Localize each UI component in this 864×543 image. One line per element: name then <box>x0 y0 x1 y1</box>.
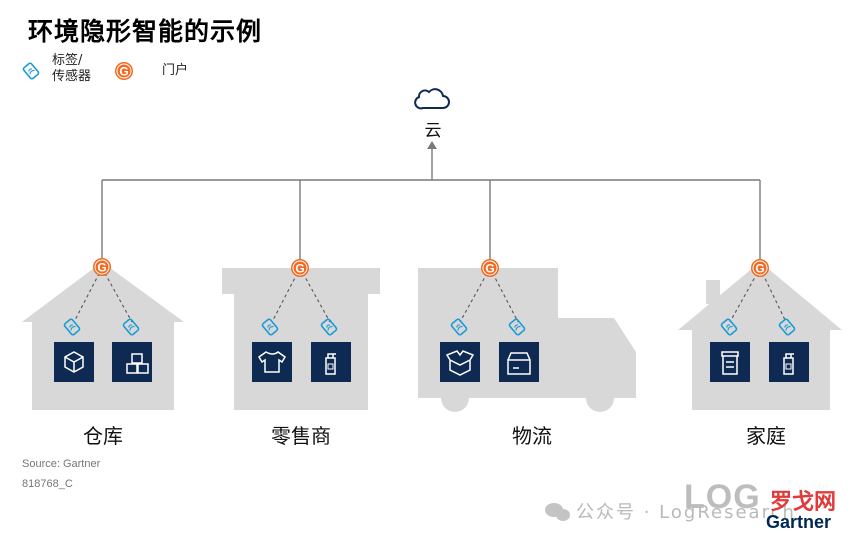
wechat-icon <box>545 503 570 521</box>
doc-id: 818768_C <box>22 478 73 490</box>
legend-tag-line2: 传感器 <box>52 69 92 84</box>
legend-tag-label: 标签/ 传感器 <box>52 53 91 85</box>
jar-icon <box>710 342 750 382</box>
logistics-truck <box>418 268 636 412</box>
spray-bottle-icon <box>769 342 809 382</box>
watermark-wechat: 公众号 · LogResearch <box>576 502 796 523</box>
open-box-icon <box>440 342 480 382</box>
gateway-icon <box>480 258 500 278</box>
category-label-logistics: 物流 <box>512 424 552 448</box>
box-icon <box>54 342 94 382</box>
legend-gateway-icon <box>114 61 134 81</box>
shirt-icon <box>252 342 292 382</box>
legend-gateway-label: 门户 <box>162 63 189 78</box>
gateway-icon <box>750 258 770 278</box>
home-building <box>678 262 842 410</box>
package-icon <box>499 342 539 382</box>
legend-tag-icon <box>21 61 41 81</box>
connector-lines <box>101 141 761 260</box>
watermark-logo: LOG <box>684 478 761 516</box>
boxes-icon <box>112 342 152 382</box>
category-label-retailer: 零售商 <box>271 424 331 448</box>
spray-bottle-icon <box>311 342 351 382</box>
gartner-logo: Gartner <box>766 512 832 532</box>
retailer-building <box>222 268 380 410</box>
category-label-warehouse: 仓库 <box>83 424 123 448</box>
source-note: Source: Gartner <box>22 458 101 470</box>
warehouse-building <box>22 262 184 410</box>
page-title: 环境隐形智能的示例 <box>28 17 263 46</box>
gateway-icon <box>92 257 112 277</box>
cloud-label: 云 <box>424 121 442 141</box>
cloud-icon <box>414 88 450 110</box>
gateway-icon <box>290 258 310 278</box>
watermark-cn: 罗戈网 <box>770 490 837 515</box>
gateway-tag-links <box>73 267 787 323</box>
category-label-home: 家庭 <box>746 424 786 448</box>
legend-tag-line1: 标签/ <box>52 53 83 68</box>
